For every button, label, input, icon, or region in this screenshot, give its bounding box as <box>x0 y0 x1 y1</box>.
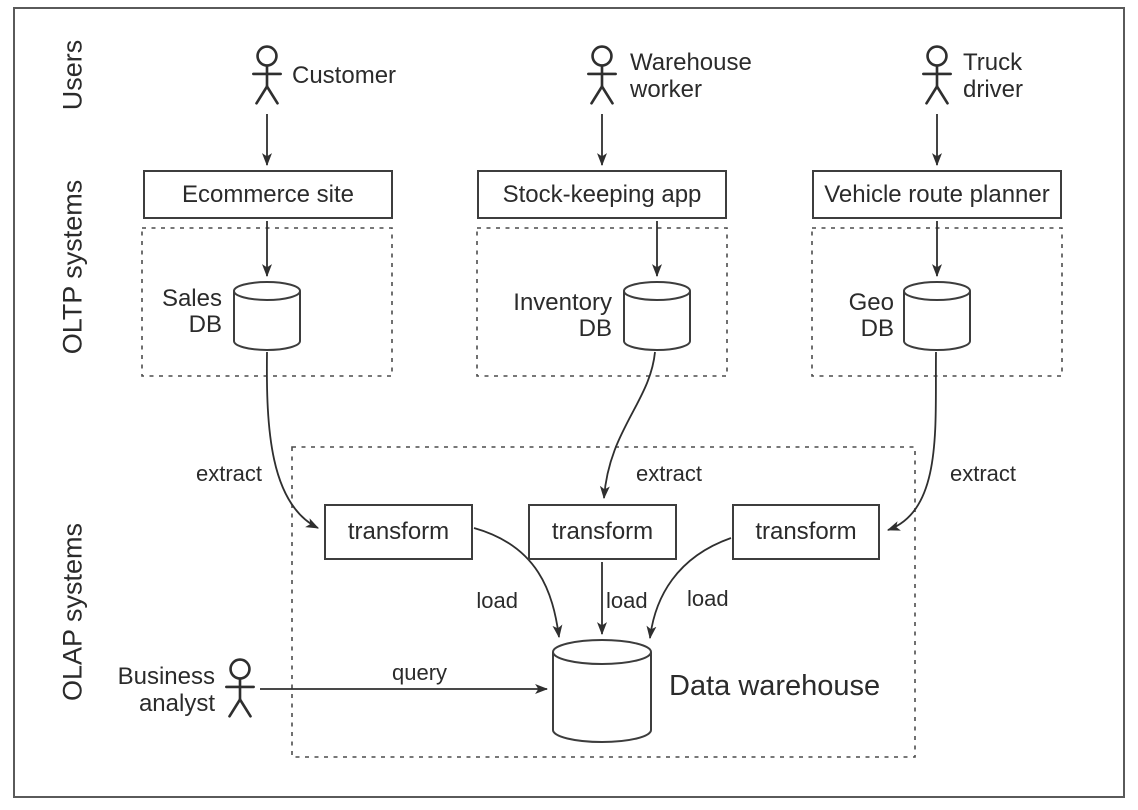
arrow-load-3 <box>646 537 732 640</box>
olap-boundary <box>291 446 916 758</box>
stock-keeping-app-node: Stock-keeping app <box>477 170 727 219</box>
oltp-boundary-inventory <box>476 227 728 377</box>
truck-driver-figure-icon <box>922 45 952 105</box>
ecommerce-site-label: Ecommerce site <box>181 180 355 208</box>
data-warehouse-cylinder <box>552 639 652 743</box>
vehicle-route-planner-node: Vehicle route planner <box>812 170 1062 219</box>
lane-label-oltp-systems: OLTP systems <box>57 179 88 355</box>
arrow-extract-sales <box>265 351 319 529</box>
inventory-db-label: Inventory DB <box>513 289 612 342</box>
truck-driver-label: Truck driver <box>963 49 1024 103</box>
transform-node-2: transform <box>528 504 677 560</box>
extract-label-2: extract <box>636 461 703 486</box>
transform-node-1: transform <box>324 504 473 560</box>
transform-node-3: transform <box>732 504 880 560</box>
query-label: query <box>392 660 448 685</box>
load-label-2: load <box>606 588 648 613</box>
arrow-load-1 <box>473 527 563 639</box>
warehouse-worker-figure-icon <box>587 45 617 105</box>
ecommerce-site-node: Ecommerce site <box>143 170 393 219</box>
geo-db-label: Geo DB <box>848 289 894 342</box>
sales-db-label: Sales DB <box>161 285 222 338</box>
extract-label-1: extract <box>195 461 262 486</box>
transform-label-2: transform <box>551 518 654 545</box>
load-label-3: load <box>687 586 729 611</box>
customer-label: Customer <box>292 62 397 89</box>
lane-label-olap-systems: OLAP systems <box>57 522 88 702</box>
transform-label-3: transform <box>755 518 857 545</box>
transform-label-1: transform <box>347 518 450 545</box>
warehouse-worker-label: Warehouse worker <box>630 49 752 103</box>
business-analyst-figure-icon <box>225 658 255 718</box>
vehicle-route-planner-label: Vehicle route planner <box>824 180 1050 208</box>
customer-figure-icon <box>252 45 282 105</box>
diagram-border <box>13 7 1125 798</box>
data-warehouse-label: Data warehouse <box>669 670 881 702</box>
inventory-db-cylinder <box>623 281 691 351</box>
business-analyst-label: Business analyst <box>117 663 215 717</box>
sales-db-cylinder <box>233 281 301 351</box>
extract-label-3: extract <box>950 461 1017 486</box>
lane-label-users: Users <box>57 39 88 111</box>
arrow-extract-inventory <box>599 351 656 500</box>
arrow-extract-geo <box>886 351 937 531</box>
stock-keeping-app-label: Stock-keeping app <box>502 180 702 208</box>
geo-db-cylinder <box>903 281 971 351</box>
load-label-1: load <box>476 588 518 613</box>
